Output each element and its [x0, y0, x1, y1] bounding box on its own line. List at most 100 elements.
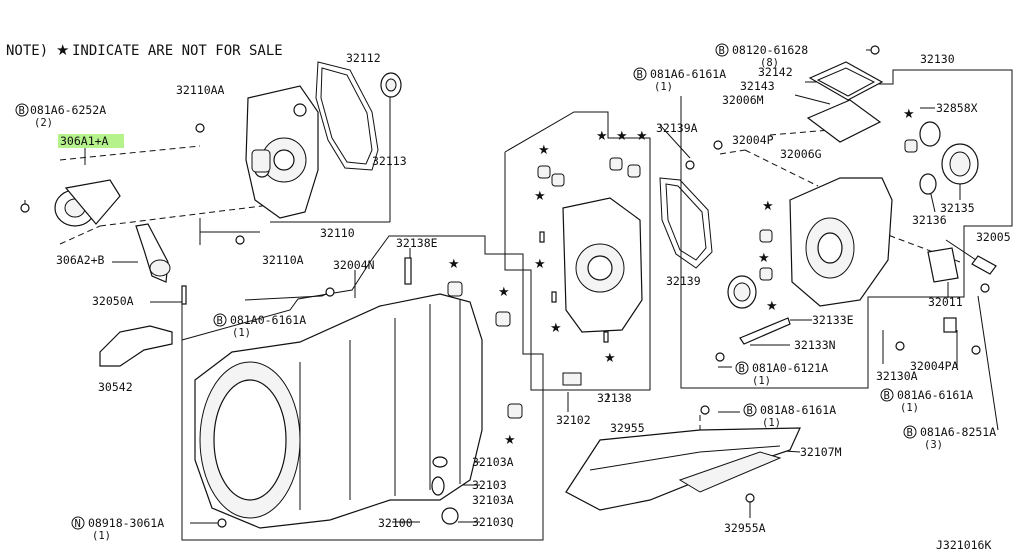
label-081A8-6161A: 081A8-6161A — [760, 403, 836, 417]
not-for-sale-stars: ★ ★ ★ ★ ★ ★ ★ ★ ★ ★ ★ ★ ★ ★ ★ — [448, 107, 915, 448]
label-32103A-2: 32103A — [472, 493, 514, 507]
label-32050A: 32050A — [92, 294, 134, 308]
part-shift-rod-32133N — [739, 317, 791, 345]
header-note: NOTE) ★ INDICATE ARE NOT FOR SALE — [6, 41, 283, 59]
star-icon: ★ — [616, 129, 628, 144]
star-icon: ★ — [762, 199, 774, 214]
label-32139: 32139 — [666, 274, 701, 288]
label-32102: 32102 — [556, 413, 591, 427]
label-32113: 32113 — [372, 154, 407, 168]
qty-081A6-6252A: (2) — [34, 117, 53, 129]
qty-081A0-6161A: (1) — [232, 327, 251, 339]
label-32136: 32136 — [912, 213, 947, 227]
part-undercover — [562, 372, 801, 511]
label-32107M: 32107M — [800, 445, 842, 459]
part-bolts — [195, 45, 990, 528]
part-release-bearing — [20, 179, 121, 227]
label-08918-3061A: 08918-3061A — [88, 516, 164, 530]
star-icon: ★ — [550, 321, 562, 336]
note-prefix: NOTE) — [6, 43, 48, 59]
star-icon: ★ — [636, 129, 648, 144]
circle-b-icon: B — [907, 427, 913, 439]
label-32006G: 32006G — [780, 147, 822, 161]
star-icon: ★ — [504, 433, 516, 448]
part-small-sleeves — [404, 257, 523, 525]
part-seals-right — [904, 121, 979, 195]
circle-b-icon: B — [19, 105, 25, 117]
star-icon: ★ — [903, 107, 915, 122]
label-081A0-6161A: 081A0-6161A — [230, 313, 306, 327]
part-boot-30542 — [99, 325, 173, 367]
circle-b-icon: B — [884, 390, 890, 402]
label-32130: 32130 — [920, 52, 955, 66]
label-32112: 32112 — [346, 51, 381, 65]
diagram-id: J321016K — [936, 538, 991, 552]
note-text: INDICATE ARE NOT FOR SALE — [72, 43, 283, 59]
label-306A1A: 306A1+A — [60, 134, 109, 148]
label-081A0-6121A: 081A0-6121A — [752, 361, 828, 375]
label-32138: 32138 — [597, 391, 632, 405]
circle-b-icon: B — [719, 45, 725, 57]
group-frames — [181, 69, 1013, 541]
label-32110A: 32110A — [262, 253, 304, 267]
part-bracket-32011 — [927, 247, 997, 333]
star-icon: ★ — [766, 299, 778, 314]
star-icon: ★ — [534, 257, 546, 272]
qty-08918-3061A: (1) — [92, 530, 111, 542]
label-30542: 30542 — [98, 380, 133, 394]
label-32011: 32011 — [928, 295, 963, 309]
part-adapter-plate — [537, 157, 643, 343]
star-icon: ★ — [534, 189, 546, 204]
label-306A2B: 306A2+B — [56, 253, 105, 267]
qty-08120-61628: (8) — [760, 57, 779, 69]
label-32004N: 32004N — [333, 258, 375, 272]
part-labels: 32112 32110AA 081A6-6252A (2) 306A1+A 32… — [30, 43, 1011, 552]
label-32955: 32955 — [610, 421, 645, 435]
circle-b-icon: B — [739, 363, 745, 375]
label-32005: 32005 — [976, 230, 1011, 244]
star-icon: ★ — [56, 41, 69, 59]
qty-081A6-6161A-right: (1) — [900, 402, 919, 414]
label-32006M: 32006M — [722, 93, 764, 107]
label-32100: 32100 — [378, 516, 413, 530]
part-front-cover — [245, 85, 319, 219]
label-32130A: 32130A — [876, 369, 918, 383]
label-32143: 32143 — [740, 79, 775, 93]
label-081A6-6161A-top: 081A6-6161A — [650, 67, 726, 81]
label-32139A: 32139A — [656, 121, 698, 135]
leader-lines — [24, 49, 999, 524]
label-081A6-8251A: 081A6-8251A — [920, 425, 996, 439]
label-081A6-6252A: 081A6-6252A — [30, 103, 106, 117]
star-icon: ★ — [596, 129, 608, 144]
star-icon: ★ — [448, 257, 460, 272]
qty-081A0-6121A: (1) — [752, 375, 771, 387]
label-32103: 32103 — [472, 478, 507, 492]
label-32142: 32142 — [758, 65, 793, 79]
adapter-frame — [504, 111, 651, 391]
part-gasket-32139 — [659, 177, 713, 269]
qty-081A6-6161A-top: (1) — [654, 81, 673, 93]
star-icon: ★ — [604, 351, 616, 366]
part-shift-cover — [806, 61, 884, 143]
label-32110AA: 32110AA — [176, 83, 225, 97]
label-32103Q: 32103Q — [472, 515, 514, 529]
label-32955A: 32955A — [724, 521, 766, 535]
qty-081A8-6161A: (1) — [762, 417, 781, 429]
qty-081A6-8251A: (3) — [924, 439, 943, 451]
main-case-frame — [181, 235, 544, 541]
extension-frame — [680, 69, 1013, 389]
circle-b-icon: B — [637, 69, 643, 81]
circle-n-icon: N — [75, 518, 81, 530]
circled-symbols: B B B B B B B B N — [15, 43, 917, 530]
label-081A6-6161A-right: 081A6-6161A — [897, 388, 973, 402]
part-front-gasket — [315, 61, 379, 171]
label-32110: 32110 — [320, 226, 355, 240]
label-32138E: 32138E — [396, 236, 438, 250]
circle-b-icon: B — [747, 405, 753, 417]
label-08120-61628: 08120-61628 — [732, 43, 808, 57]
circle-b-icon: B — [217, 315, 223, 327]
label-32135: 32135 — [940, 201, 975, 215]
part-transmission-case — [194, 293, 483, 529]
label-32858X: 32858X — [936, 101, 978, 115]
